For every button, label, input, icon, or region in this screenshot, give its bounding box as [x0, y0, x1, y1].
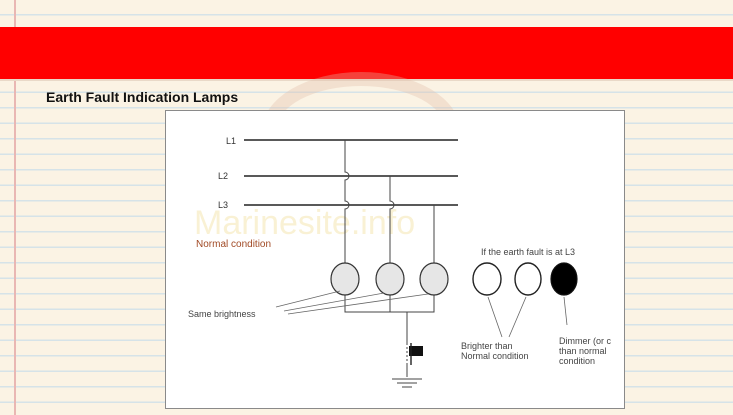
test-pushbutton: [406, 343, 423, 365]
bus-line-l3: L3: [218, 200, 458, 210]
diagram-watermark: Marinesite.info: [194, 204, 415, 242]
same-brightness-caption: Same brightness: [188, 309, 256, 319]
bus-line-l1: L1: [226, 136, 458, 146]
normal-condition-caption: Normal condition: [196, 239, 271, 250]
same-brightness-pointers: [275, 290, 429, 315]
bus-line-l2: L2: [218, 171, 458, 181]
dimmer-caption-line2: than normal: [559, 346, 607, 356]
lamp-connections: [344, 140, 435, 377]
earth-fault-diagram: Marinesite.info L1 L2 L3: [165, 110, 625, 409]
dimmer-caption-line1: Dimmer (or c: [559, 336, 611, 346]
fault-lamp-l2: [514, 262, 542, 296]
notebook-margin-line: [14, 0, 16, 415]
dimmer-caption-line3: condition: [559, 356, 595, 366]
fault-lamp-l1: [472, 262, 502, 296]
fault-condition-heading: If the earth fault is at L3: [481, 247, 575, 257]
normal-lamp-l1: [330, 262, 360, 296]
line-label-l3: L3: [218, 200, 228, 210]
line-label-l2: L2: [218, 171, 228, 181]
brighter-pointers: [487, 296, 568, 338]
line-label-l1: L1: [226, 136, 236, 146]
normal-lamp-l3: [419, 262, 449, 296]
normal-lamp-l2: [375, 262, 405, 296]
slide-header-band: [0, 27, 733, 79]
brighter-caption-line2: Normal condition: [461, 351, 529, 361]
brighter-caption-line1: Brighter than: [461, 341, 513, 351]
slide-title: Earth Fault Indication Lamps: [46, 89, 239, 105]
fault-lamp-l3: [550, 262, 578, 296]
earth-ground-icon: [392, 378, 422, 388]
